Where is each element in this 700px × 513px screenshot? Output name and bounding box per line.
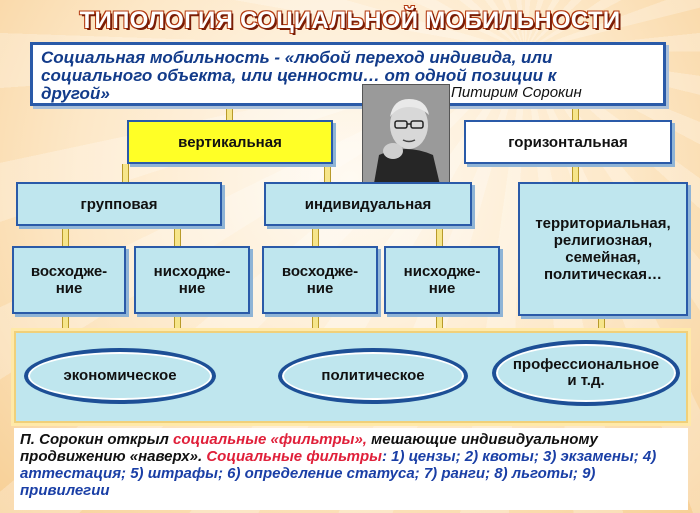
page-title: ТИПОЛОГИЯ СОЦИАЛЬНОЙ МОБИЛЬНОСТИ (П.СОРО… <box>79 7 621 70</box>
connector <box>436 314 443 334</box>
connector <box>174 226 181 246</box>
portrait-illustration <box>363 85 449 189</box>
connector <box>324 164 331 182</box>
filters-text-part-1: П. Сорокин открыл <box>20 431 174 448</box>
connector <box>226 106 233 120</box>
filters-label: Социальные фильтры <box>206 448 382 465</box>
definition-line-2: социального объекта, или ценности… от од… <box>41 66 557 85</box>
oval-professional: профессиональное и т.д. <box>492 340 680 406</box>
node-group-upward: восходже- ние <box>12 246 126 314</box>
photo-caption: Питирим Сорокин <box>451 84 582 101</box>
oval-economic: экономическое <box>24 348 216 404</box>
node-horizontal: горизонтальная <box>464 120 672 164</box>
connector <box>572 106 579 120</box>
connector <box>312 314 319 334</box>
definition-box: Социальная мобильность - «любой переход … <box>30 42 666 106</box>
filters-list: цензы; 2) квоты; 3) экзамены; 4) аттеста… <box>20 448 657 499</box>
node-individual-upward: восходже- ние <box>262 246 378 314</box>
definition-line-3: другой» <box>41 84 110 103</box>
filters-highlight: социальные «фильтры», <box>173 431 367 448</box>
connector <box>62 314 69 334</box>
sorokin-portrait <box>362 84 450 190</box>
filters-text: П. Сорокин открыл социальные «фильтры», … <box>14 428 688 510</box>
node-individual-downward: нисходже- ние <box>384 246 500 314</box>
node-horizontal-types: территориальная, религиозная, семейная, … <box>518 182 688 316</box>
node-individual: индивидуальная <box>264 182 472 226</box>
node-group: групповая <box>16 182 222 226</box>
connector <box>598 316 605 334</box>
connector <box>436 226 443 246</box>
node-group-downward: нисходже- ние <box>134 246 250 314</box>
node-vertical: вертикальная <box>127 120 333 164</box>
connector <box>174 314 181 334</box>
connector <box>572 164 579 182</box>
filters-text-part-3: мешающие индивидуальному продвижению «на… <box>20 431 598 465</box>
connector <box>312 226 319 246</box>
definition-line-1: Социальная мобильность - «любой переход … <box>41 48 553 67</box>
filters-list-start: : 1) <box>381 448 405 465</box>
connector <box>62 226 69 246</box>
connector <box>122 164 129 182</box>
oval-political: политическое <box>278 348 468 404</box>
